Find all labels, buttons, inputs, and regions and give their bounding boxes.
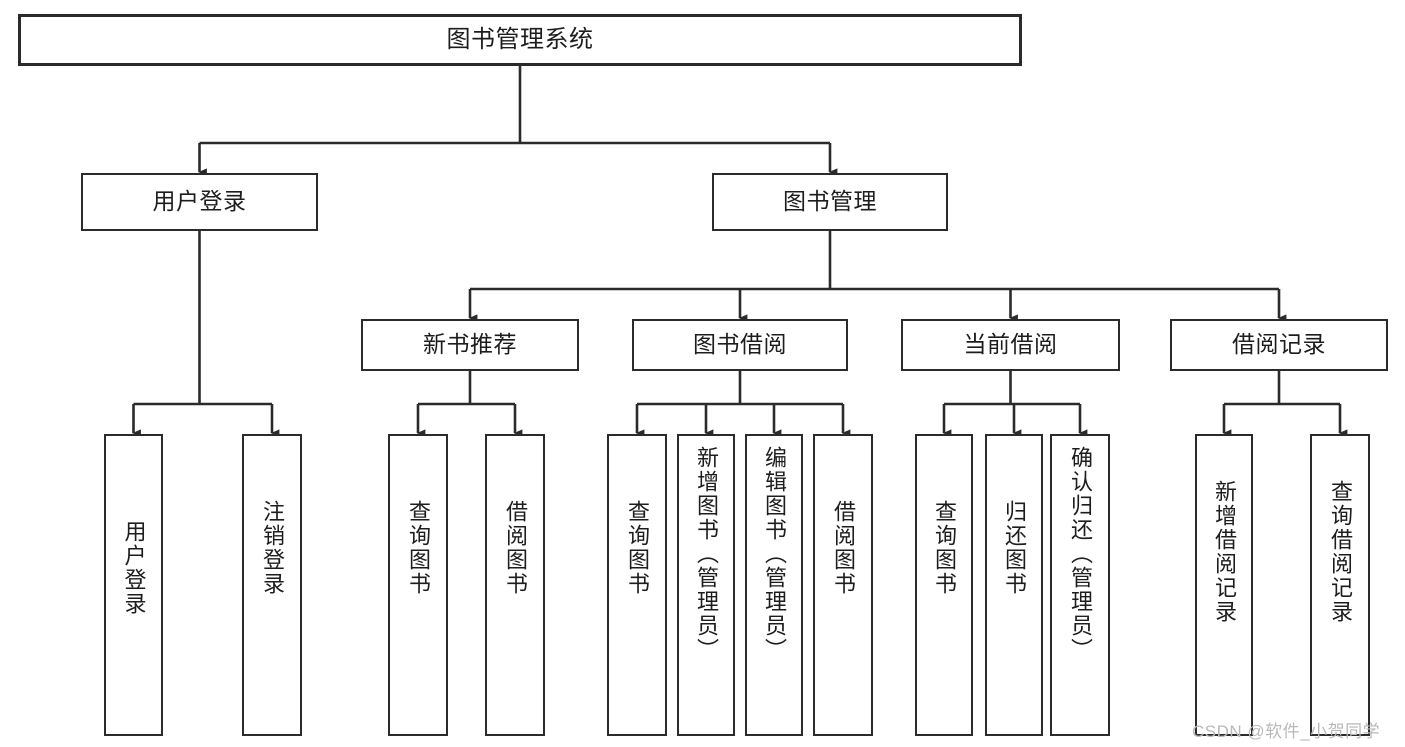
- node-label: 图书借阅: [693, 331, 787, 358]
- node-label: 新增图书（管理员）: [694, 446, 719, 662]
- node-leaf-query-rec[interactable]: 查询借阅记录: [1310, 434, 1370, 736]
- node-label: 归还图书: [1002, 500, 1027, 596]
- node-leaf-borrow-2[interactable]: 借阅图书: [813, 434, 873, 736]
- node-leaf-query-1[interactable]: 查询图书: [388, 434, 448, 736]
- node-borrow-record[interactable]: 借阅记录: [1170, 319, 1388, 371]
- node-leaf-query-2[interactable]: 查询图书: [607, 434, 667, 736]
- node-current-borrow[interactable]: 当前借阅: [901, 319, 1120, 371]
- node-label: 用户登录: [152, 188, 247, 215]
- node-leaf-query-3[interactable]: 查询图书: [915, 434, 973, 736]
- node-book-manage[interactable]: 图书管理: [712, 173, 948, 231]
- node-root[interactable]: 图书管理系统: [18, 14, 1022, 66]
- edge-group: [132, 66, 1348, 437]
- node-label: 当前借阅: [963, 331, 1058, 358]
- node-label: 查询借阅记录: [1328, 480, 1353, 624]
- watermark-label: CSDN @软件_小贺同学: [1192, 722, 1381, 741]
- node-label: 注销登录: [260, 500, 285, 596]
- node-leaf-add-book[interactable]: 新增图书（管理员）: [677, 434, 735, 736]
- node-new-book-rec[interactable]: 新书推荐: [361, 319, 579, 371]
- node-leaf-logout[interactable]: 注销登录: [242, 434, 302, 736]
- node-label: 借阅图书: [831, 500, 856, 596]
- node-leaf-borrow-1[interactable]: 借阅图书: [485, 434, 545, 736]
- node-user-login[interactable]: 用户登录: [81, 173, 318, 231]
- node-label: 借阅图书: [503, 500, 528, 596]
- node-label: 查询图书: [932, 500, 957, 596]
- node-label: 确认归还（管理员）: [1068, 446, 1093, 662]
- node-label: 查询图书: [625, 500, 650, 596]
- node-book-borrow[interactable]: 图书借阅: [632, 319, 848, 371]
- node-label: 新增借阅记录: [1212, 480, 1237, 624]
- node-label: 编辑图书（管理员）: [762, 446, 787, 662]
- node-leaf-confirm[interactable]: 确认归还（管理员）: [1050, 434, 1110, 736]
- node-label: 图书管理系统: [446, 25, 594, 53]
- node-leaf-edit-book[interactable]: 编辑图书（管理员）: [745, 434, 803, 736]
- node-label: 新书推荐: [423, 331, 517, 358]
- node-leaf-return[interactable]: 归还图书: [985, 434, 1043, 736]
- node-leaf-add-rec[interactable]: 新增借阅记录: [1195, 434, 1253, 736]
- node-leaf-user-login[interactable]: 用户登录: [104, 434, 163, 736]
- node-label: 用户登录: [121, 520, 147, 616]
- node-label: 查询图书: [406, 500, 431, 596]
- node-label: 借阅记录: [1232, 331, 1326, 358]
- node-label: 图书管理: [783, 188, 877, 215]
